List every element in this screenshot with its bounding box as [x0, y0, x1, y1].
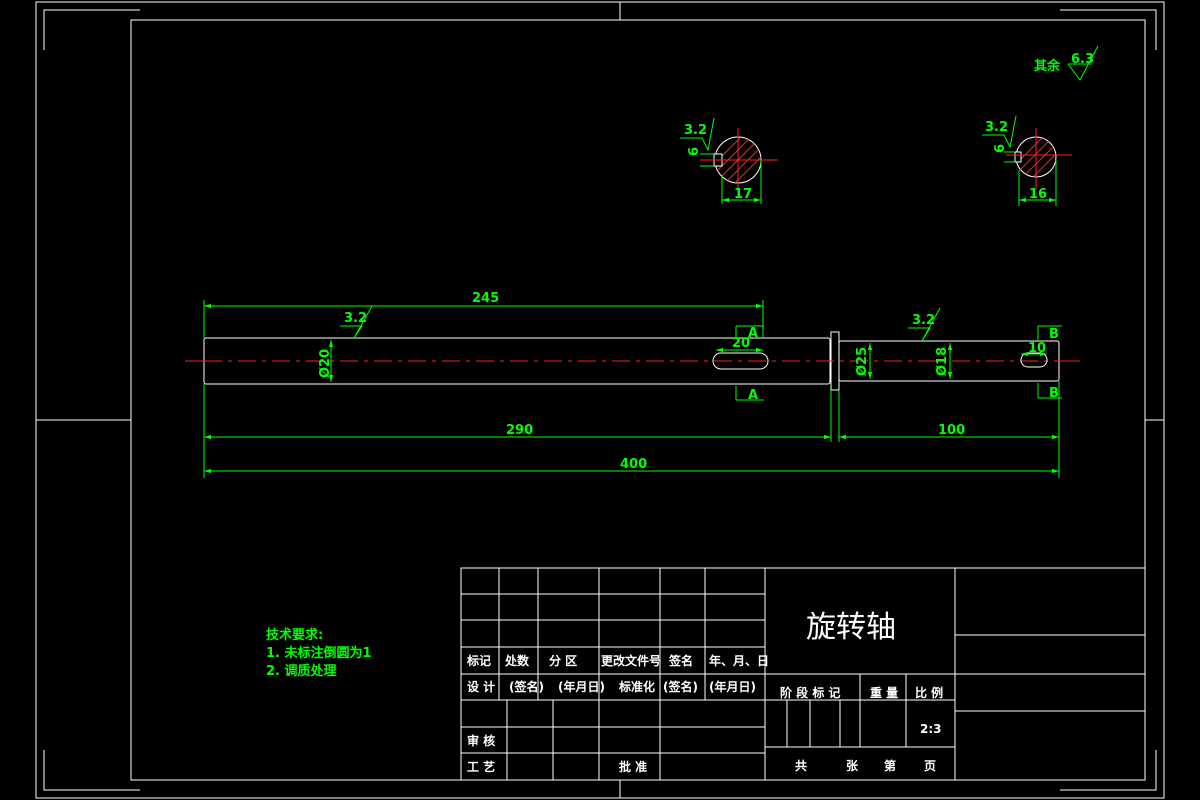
- sheet-unit-label: 张: [846, 758, 859, 773]
- section-b-bottom-label: B: [1049, 386, 1059, 401]
- main-dimensions: 245 3.2 20 A A Ø20 Ø25 Ø18 3.2 10 B B 29…: [203, 291, 1062, 478]
- shaft-right-roughness: 3.2: [912, 313, 935, 328]
- part-name: 旋转轴: [806, 610, 896, 645]
- stage-mark-label: 阶 段 标 记: [780, 685, 841, 700]
- process-label: 工 艺: [467, 759, 495, 774]
- section-a-width: 17: [734, 187, 752, 202]
- section-a-bottom-label: A: [748, 388, 758, 403]
- hdr-zone: 分 区: [549, 653, 577, 668]
- approve-label: 批 准: [619, 759, 647, 774]
- section-b-roughness: 3.2: [985, 120, 1008, 135]
- scale-label: 比 例: [915, 685, 943, 700]
- hdr-date: 年、月、日: [709, 653, 769, 668]
- design-label: 设 计: [467, 679, 495, 694]
- section-b-width: 16: [1029, 187, 1047, 202]
- dim-dia-20: Ø20: [318, 349, 333, 378]
- section-b-depth: 6: [993, 144, 1008, 153]
- dim-key-20: 20: [732, 336, 750, 351]
- tech-item-1: 1. 未标注倒圆为1: [266, 645, 372, 661]
- section-b-view: 6 16 3.2: [982, 115, 1072, 206]
- sheet-current-label: 第: [884, 758, 896, 773]
- hdr-count: 处数: [504, 653, 530, 668]
- tech-heading: 技术要求:: [266, 627, 323, 643]
- dim-100: 100: [938, 423, 965, 438]
- shaft-left-roughness: 3.2: [344, 311, 367, 326]
- hdr-mark: 标记: [466, 653, 491, 668]
- standard-date: (年月日): [709, 679, 756, 694]
- scale-value: 2:3: [920, 722, 942, 736]
- tech-item-2: 2. 调质处理: [266, 663, 337, 679]
- design-sign: (签名): [509, 679, 544, 694]
- section-b-top-label: B: [1049, 327, 1059, 342]
- dim-290: 290: [506, 423, 533, 438]
- dim-key-10: 10: [1028, 341, 1046, 356]
- general-roughness-symbol: 其余 6.3: [1034, 45, 1099, 81]
- sheet-page-label: 页: [924, 759, 936, 773]
- section-a-depth: 6: [687, 147, 702, 156]
- review-label: 审 核: [467, 733, 495, 748]
- dim-dia-25: Ø25: [855, 347, 870, 376]
- dim-245: 245: [472, 291, 499, 306]
- section-a-top-label: A: [748, 326, 758, 341]
- standard-sign: (签名): [663, 679, 698, 694]
- hdr-change-doc: 更改文件号: [601, 653, 661, 668]
- tech-requirements: 技术要求: 1. 未标注倒圆为1 2. 调质处理: [266, 627, 372, 679]
- dim-dia-18: Ø18: [935, 347, 950, 376]
- standard-label: 标准化: [618, 679, 655, 694]
- section-a-view: 6 17 3.2: [680, 117, 778, 204]
- hdr-sign: 签名: [668, 653, 693, 668]
- dim-400: 400: [620, 457, 647, 472]
- design-date: (年月日): [558, 679, 605, 694]
- general-roughness-value: 6.3: [1071, 52, 1094, 67]
- sheet-total-label: 共: [795, 758, 807, 773]
- title-block: 旋转轴 标记 处数 分 区 更改文件号 签名 年、月、日 设 计 (签名) (年…: [460, 567, 1146, 781]
- section-a-roughness: 3.2: [684, 123, 707, 138]
- weight-label: 重 量: [870, 685, 898, 700]
- general-roughness-label: 其余: [1034, 58, 1061, 74]
